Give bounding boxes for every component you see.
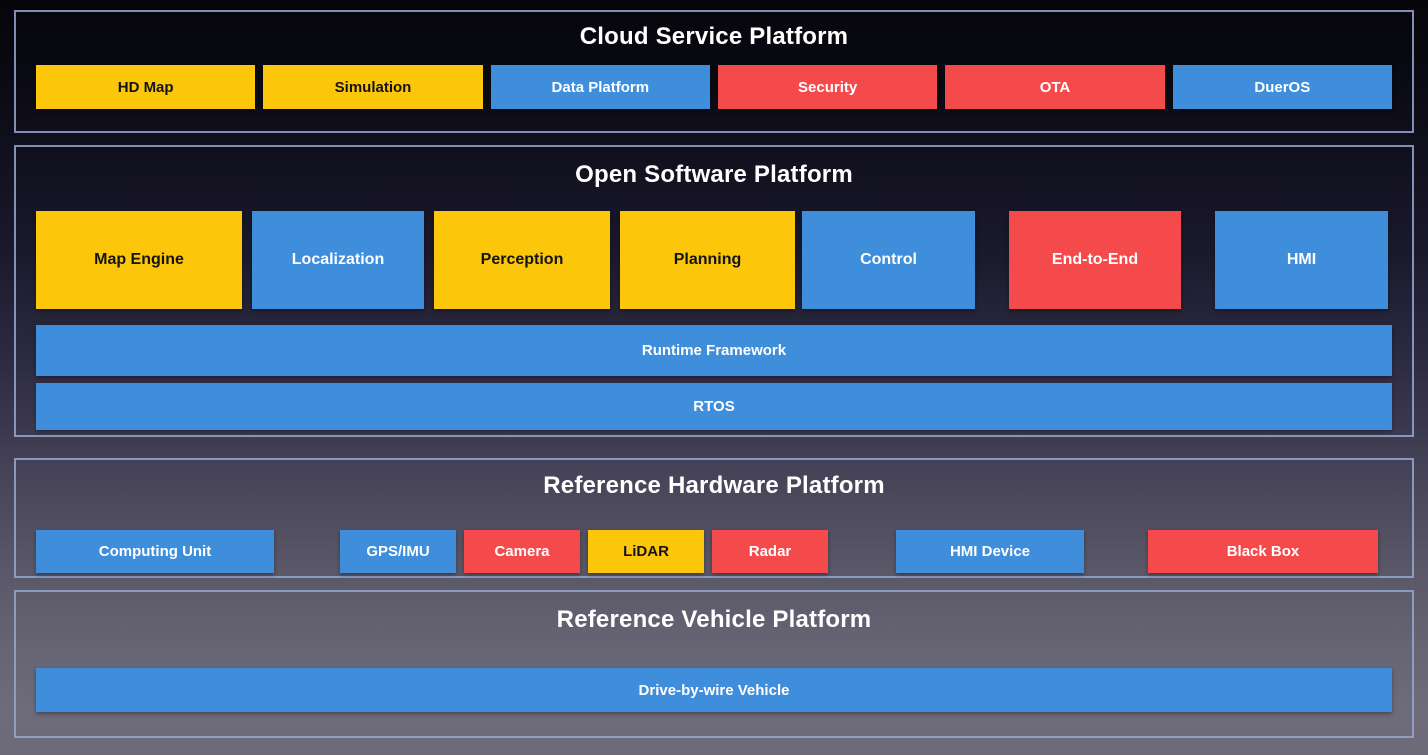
- module-hmi: HMI: [1215, 211, 1388, 309]
- module-hd-map: HD Map: [36, 65, 256, 109]
- module-hmi-device: HMI Device: [896, 530, 1084, 573]
- section-title-vehicle: Reference Vehicle Platform: [556, 606, 872, 633]
- module-security: Security: [717, 65, 938, 109]
- module-end-to-end: End-to-End: [1009, 211, 1181, 309]
- module-map-engine: Map Engine: [36, 211, 242, 309]
- module-drive-by-wire-vehicle: Drive-by-wire Vehicle: [36, 668, 1392, 712]
- module-camera: Camera: [464, 530, 580, 573]
- section-title-cloud: Cloud Service Platform: [579, 23, 849, 50]
- vehicle-modules-row: Drive-by-wire Vehicle: [36, 668, 1392, 712]
- section-open-software-platform: Open Software Platform Map Engine Locali…: [14, 145, 1414, 437]
- module-ota: OTA: [945, 65, 1165, 109]
- section-title-software: Open Software Platform: [575, 161, 853, 188]
- runtime-framework-row: Runtime Framework: [36, 325, 1392, 376]
- layer-rtos: RTOS: [36, 383, 1392, 430]
- rtos-row: RTOS: [36, 383, 1392, 430]
- hardware-modules-row: Computing Unit GPS/IMU Camera LiDAR Rada…: [36, 530, 1392, 573]
- module-localization: Localization: [252, 211, 424, 309]
- section-title-hardware: Reference Hardware Platform: [543, 472, 885, 499]
- module-lidar: LiDAR: [588, 530, 704, 573]
- module-planning: Planning: [620, 211, 795, 309]
- cloud-modules-row: HD Map Simulation Data Platform Security…: [36, 65, 1392, 109]
- module-dueros: DuerOS: [1172, 65, 1392, 109]
- module-data-platform: Data Platform: [490, 65, 710, 109]
- module-black-box: Black Box: [1148, 530, 1378, 573]
- module-radar: Radar: [712, 530, 828, 573]
- module-gps-imu: GPS/IMU: [340, 530, 456, 573]
- layer-runtime-framework: Runtime Framework: [36, 325, 1392, 376]
- section-reference-vehicle-platform: Reference Vehicle Platform Drive-by-wire…: [14, 590, 1414, 738]
- module-control: Control: [802, 211, 975, 309]
- software-modules-row: Map Engine Localization Perception Plann…: [36, 211, 1392, 309]
- section-reference-hardware-platform: Reference Hardware Platform Computing Un…: [14, 458, 1414, 578]
- module-perception: Perception: [434, 211, 610, 309]
- module-simulation: Simulation: [263, 65, 483, 109]
- section-cloud-service-platform: Cloud Service Platform HD Map Simulation…: [14, 10, 1414, 133]
- module-computing-unit: Computing Unit: [36, 530, 274, 573]
